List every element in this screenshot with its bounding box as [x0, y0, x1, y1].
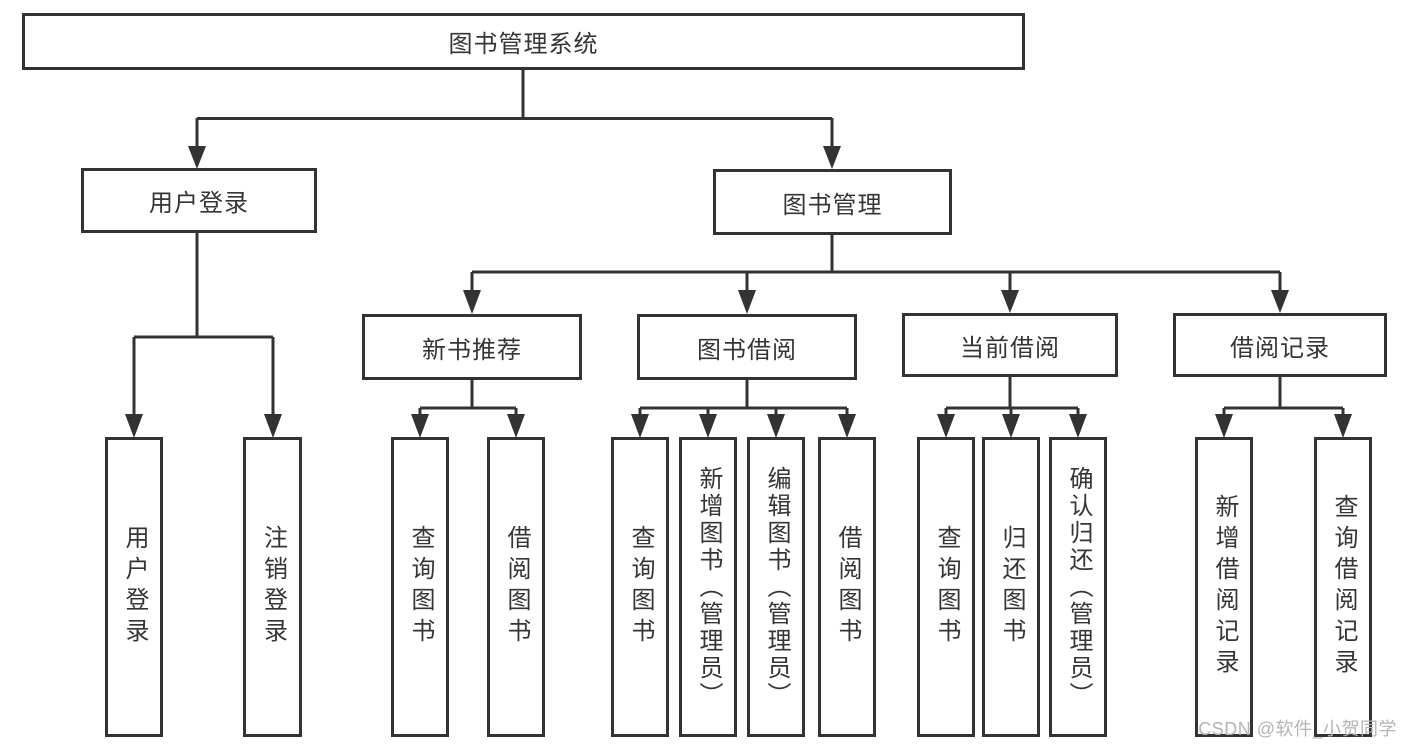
node-label: 图书管理系统: [448, 31, 599, 58]
leaf-label: 查询图书: [627, 525, 654, 649]
leaf-label: 注销登录: [259, 525, 287, 649]
node-label: 用户登录: [149, 190, 249, 217]
leaf-borrow-books-borrowing: 借阅图书: [818, 437, 876, 737]
connector-book-management-to-level3: [463, 235, 1289, 314]
leaf-query-books-recommendation: 查询图书: [391, 437, 449, 737]
leaf-borrow-books-recommendation: 借阅图书: [487, 437, 545, 737]
leaf-query-books-current: 查询图书: [917, 437, 975, 737]
node-library-management-system: 图书管理系统: [22, 13, 1025, 70]
node-new-book-recommendation: 新书推荐: [362, 314, 582, 380]
leaf-add-books-admin: 新增图书（管理员）: [679, 437, 737, 737]
node-label: 当前借阅: [960, 334, 1060, 362]
leaf-edit-books-admin: 编辑图书（管理员）: [747, 437, 805, 737]
node-book-borrowing: 图书借阅: [637, 314, 857, 380]
leaf-logout-login: 注销登录: [243, 437, 302, 737]
leaf-label: 编辑图书（管理员）: [763, 465, 790, 709]
node-book-management: 图书管理: [713, 169, 952, 235]
node-user-login: 用户登录: [81, 168, 317, 233]
node-label: 图书管理: [782, 191, 883, 219]
connector-borrowing-records-to-leaves: [1215, 377, 1352, 438]
node-current-borrowing: 当前借阅: [902, 313, 1118, 377]
node-label: 借阅记录: [1230, 334, 1330, 362]
leaf-return-books: 归还图书: [982, 437, 1040, 737]
connector-book-borrowing-to-leaves: [631, 380, 856, 438]
leaf-label: 新增图书（管理员）: [695, 465, 722, 709]
leaf-label: 归还图书: [998, 525, 1025, 649]
leaf-label: 查询图书: [407, 525, 434, 649]
leaf-confirm-return-admin: 确认归还（管理员）: [1049, 437, 1107, 737]
leaf-query-borrowing-record: 查询借阅记录: [1314, 437, 1372, 737]
connector-new-book-recommendation-to-leaves: [411, 380, 525, 438]
leaf-label: 借阅图书: [834, 525, 861, 649]
leaf-query-books-borrowing: 查询图书: [611, 437, 669, 737]
node-label: 图书借阅: [697, 336, 797, 364]
leaf-label: 用户登录: [121, 525, 148, 649]
leaf-label: 借阅图书: [503, 525, 530, 649]
leaf-label: 查询图书: [933, 525, 960, 649]
leaf-label: 确认归还（管理员）: [1065, 465, 1092, 709]
connector-user-login-to-leaves: [125, 233, 282, 438]
leaf-add-borrowing-record: 新增借阅记录: [1195, 437, 1253, 737]
connector-root-to-level2: [188, 68, 841, 169]
leaf-label: 新增借阅记录: [1211, 494, 1238, 680]
leaf-label: 查询借阅记录: [1330, 494, 1357, 680]
leaf-user-login: 用户登录: [105, 437, 163, 737]
node-label: 新书推荐: [422, 336, 522, 364]
node-borrowing-records: 借阅记录: [1173, 313, 1387, 377]
connector-current-borrowing-to-leaves: [937, 377, 1087, 438]
